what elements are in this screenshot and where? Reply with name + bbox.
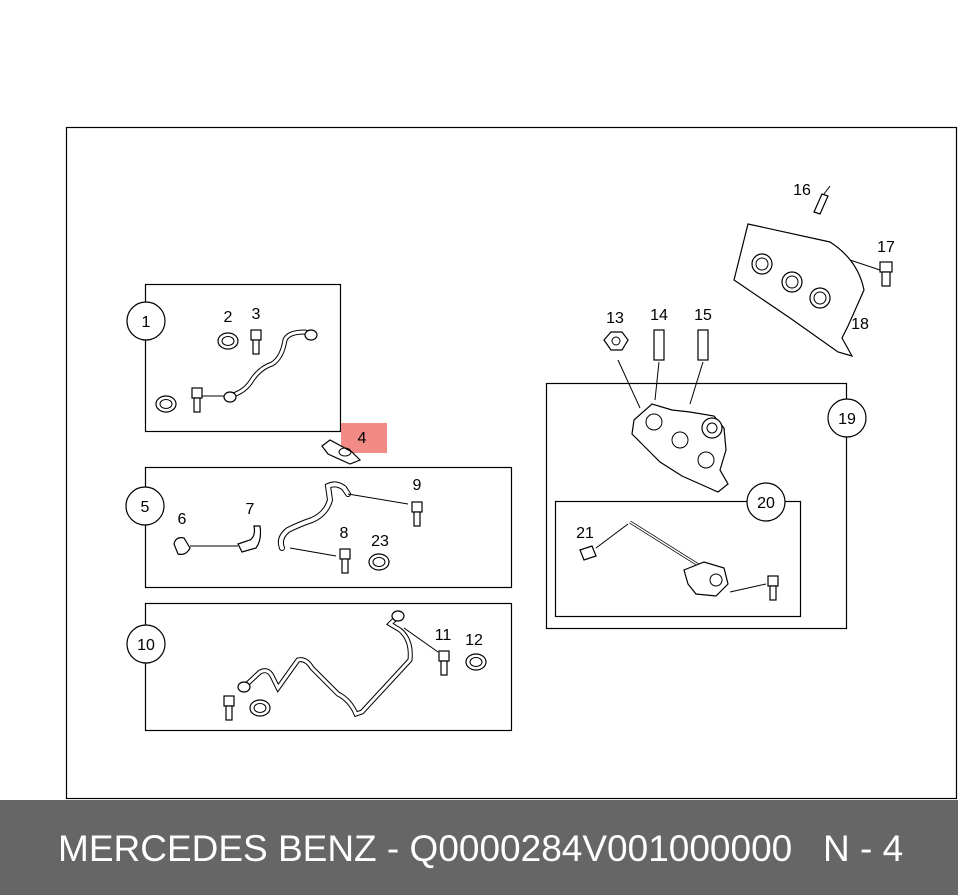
return-line-part — [277, 481, 351, 551]
group-box-10 — [144, 602, 513, 732]
callout-4: 4 — [358, 430, 367, 447]
clip-part — [173, 537, 191, 555]
callout-circle-1 — [126, 301, 166, 341]
actuator-part — [683, 561, 729, 597]
stud-part — [653, 329, 665, 361]
callout-2: 2 — [224, 309, 233, 326]
nut-part — [603, 331, 629, 351]
callout-20: 20 — [757, 495, 775, 512]
callout-21: 21 — [576, 525, 594, 542]
parts-diagram: 1 2 3 4 5 6 7 9 8 23 10 11 — [65, 126, 958, 800]
bolt-part — [250, 329, 262, 341]
heat-shield-part — [733, 223, 865, 357]
callout-23: 23 — [371, 533, 389, 550]
diagram-reference: N - 4 — [823, 828, 904, 869]
o-ring-part — [217, 332, 239, 350]
footer-bar: MERCEDES BENZ - Q0000284V001000000 N - 4 — [0, 800, 958, 895]
callout-8: 8 — [340, 525, 349, 542]
group-box-20 — [554, 500, 802, 618]
callout-13: 13 — [606, 310, 624, 327]
callout-1: 1 — [142, 314, 151, 331]
callout-18: 18 — [851, 316, 869, 333]
callout-circle-19 — [827, 398, 867, 438]
callout-6: 6 — [178, 511, 187, 528]
callout-9: 9 — [413, 477, 422, 494]
callout-7: 7 — [246, 501, 255, 518]
callout-14: 14 — [650, 307, 668, 324]
part-number: MERCEDES BENZ - Q0000284V001000000 — [58, 828, 793, 869]
callout-circle-5 — [125, 486, 165, 526]
highlight-part-4[interactable] — [341, 423, 387, 453]
callout-circle-10 — [126, 624, 166, 664]
diagram-frame — [65, 126, 958, 800]
clip-21-part — [579, 545, 597, 561]
callout-10: 10 — [137, 637, 155, 654]
callout-15: 15 — [694, 307, 712, 324]
callout-19: 19 — [838, 411, 856, 428]
group-box-5 — [144, 466, 513, 589]
callout-12: 12 — [465, 632, 483, 649]
callout-16: 16 — [793, 182, 811, 199]
callout-11: 11 — [435, 627, 452, 644]
callout-circle-20 — [746, 482, 786, 522]
sensor-part — [813, 193, 829, 215]
callout-3: 3 — [252, 306, 261, 323]
callout-5: 5 — [141, 499, 150, 516]
hose-part — [237, 525, 262, 553]
callout-17: 17 — [877, 239, 895, 256]
gasket-part — [321, 439, 362, 465]
feed-line-part — [242, 613, 413, 718]
group-box-1 — [144, 283, 342, 433]
group-box-19 — [545, 382, 848, 630]
